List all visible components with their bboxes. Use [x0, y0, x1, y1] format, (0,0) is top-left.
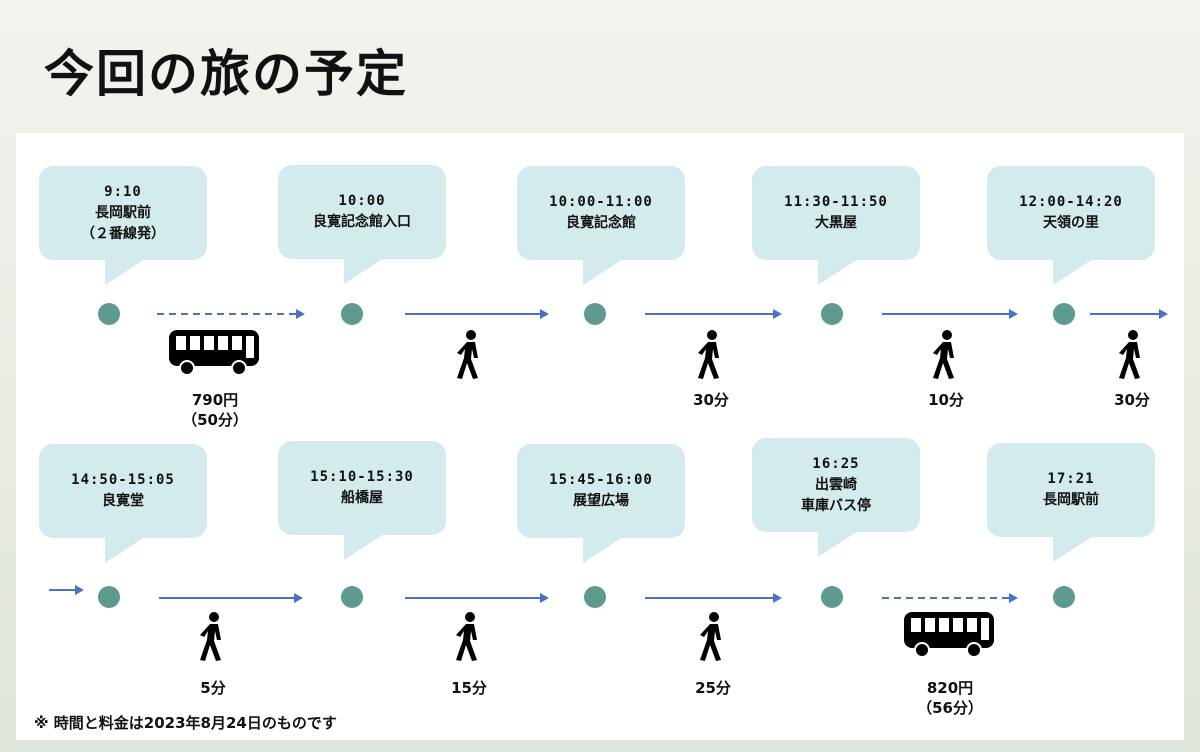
leg-label-secondary: （56分） — [917, 699, 983, 717]
stop-dot — [98, 303, 120, 325]
leg-label: 5分 — [153, 678, 273, 698]
walk-icon — [454, 330, 486, 384]
leg-label-primary: 5分 — [200, 679, 226, 697]
arrow — [159, 591, 303, 605]
arrow — [49, 583, 84, 597]
walk-icon — [453, 612, 485, 666]
arrow — [882, 307, 1018, 321]
arrow — [645, 591, 782, 605]
bus-icon — [167, 328, 263, 380]
stop-time: 15:45-16:00 — [549, 472, 653, 488]
stop-bubble: 10:00-11:00 良寛記念館 — [517, 166, 685, 260]
bubble-tail — [344, 258, 384, 284]
stop-dot — [584, 303, 606, 325]
stop-dot — [98, 586, 120, 608]
stop-bubble: 17:21 長岡駅前 — [987, 443, 1155, 537]
arrow — [645, 307, 782, 321]
leg-label-primary: 30分 — [693, 391, 729, 409]
stop-dot — [1053, 586, 1075, 608]
stop-name: 天領の里 — [1043, 215, 1099, 231]
leg-label-primary: 10分 — [928, 391, 964, 409]
stop-time: 16:25 — [812, 455, 860, 472]
dashed-arrow — [157, 307, 305, 321]
stop-name: 良寛記念館 — [566, 215, 636, 231]
stop-dot — [584, 586, 606, 608]
footnote: ※ 時間と料金は2023年8月24日のものです — [34, 714, 337, 732]
arrow — [405, 591, 549, 605]
bubble-tail — [1053, 259, 1093, 285]
stop-bubble: 12:00-14:20 天領の里 — [987, 166, 1155, 260]
stop-bubble: 15:10-15:30 船橋屋 — [278, 441, 446, 535]
walk-icon — [695, 330, 727, 384]
stop-dot — [821, 586, 843, 608]
leg-label: 10分 — [886, 390, 1006, 410]
leg-label-primary: 820円 — [926, 679, 974, 697]
stop-time: 11:30-11:50 — [784, 194, 888, 210]
stop-time: 17:21 — [1047, 471, 1095, 487]
arrow — [405, 307, 549, 321]
leg-label: 790円 （50分） — [155, 390, 275, 430]
leg-label-primary: 25分 — [695, 679, 731, 697]
stop-bubble: 10:00 良寛記念館入口 — [278, 165, 446, 259]
stop-time: 12:00-14:20 — [1019, 194, 1123, 210]
leg-label: 30分 — [1072, 390, 1192, 410]
leg-label-primary: 790円 — [191, 391, 239, 409]
stop-bubble: 11:30-11:50 大黒屋 — [752, 166, 920, 260]
stop-dot — [341, 586, 363, 608]
leg-label: 25分 — [653, 678, 773, 698]
stop-time: 10:00 — [338, 193, 386, 209]
stop-time: 15:10-15:30 — [310, 469, 414, 485]
leg-label-primary: 15分 — [451, 679, 487, 697]
walk-icon — [1116, 330, 1148, 384]
stop-name: 大黒屋 — [815, 215, 857, 231]
bubble-tail — [105, 259, 145, 285]
leg-label-secondary: （50分） — [182, 411, 248, 429]
bubble-tail — [818, 531, 858, 557]
bubble-tail — [1053, 536, 1093, 562]
stop-name: 良寛記念館入口 — [313, 214, 411, 230]
bubble-tail — [344, 534, 384, 560]
arrow — [1090, 307, 1168, 321]
stop-bubble: 14:50-15:05 良寛堂 — [39, 444, 207, 538]
bubble-tail — [583, 537, 623, 563]
bubble-tail — [818, 259, 858, 285]
stop-bubble: 16:25 出雲崎車庫バス停 — [752, 438, 920, 532]
stop-dot — [1053, 303, 1075, 325]
walk-icon — [697, 612, 729, 666]
stop-name: 長岡駅前 — [1043, 492, 1099, 508]
stop-detail: 車庫バス停 — [801, 497, 871, 514]
stop-time: 14:50-15:05 — [71, 472, 175, 488]
stop-dot — [821, 303, 843, 325]
stop-name: 良寛堂 — [102, 493, 144, 509]
stop-name: 展望広場 — [573, 493, 629, 509]
leg-label: 15分 — [409, 678, 529, 698]
stop-detail: （２番線発） — [81, 225, 165, 242]
stop-time: 10:00-11:00 — [549, 194, 653, 210]
stop-name: 船橋屋 — [341, 490, 383, 506]
dashed-arrow — [882, 591, 1018, 605]
stop-bubble: 9:10 長岡駅前 （２番線発） — [39, 166, 207, 260]
stop-name: 長岡駅前 — [95, 204, 151, 221]
stop-name: 出雲崎 — [815, 476, 857, 493]
bubble-tail — [105, 537, 145, 563]
leg-label: 820円 （56分） — [890, 678, 1010, 718]
stop-time: 9:10 — [104, 183, 142, 200]
bubble-tail — [583, 259, 623, 285]
stop-bubble: 15:45-16:00 展望広場 — [517, 444, 685, 538]
walk-icon — [197, 612, 229, 666]
bus-icon — [902, 610, 998, 662]
leg-label-primary: 30分 — [1114, 391, 1150, 409]
page-title: 今回の旅の予定 — [44, 45, 408, 103]
stop-dot — [341, 303, 363, 325]
leg-label: 30分 — [651, 390, 771, 410]
walk-icon — [930, 330, 962, 384]
